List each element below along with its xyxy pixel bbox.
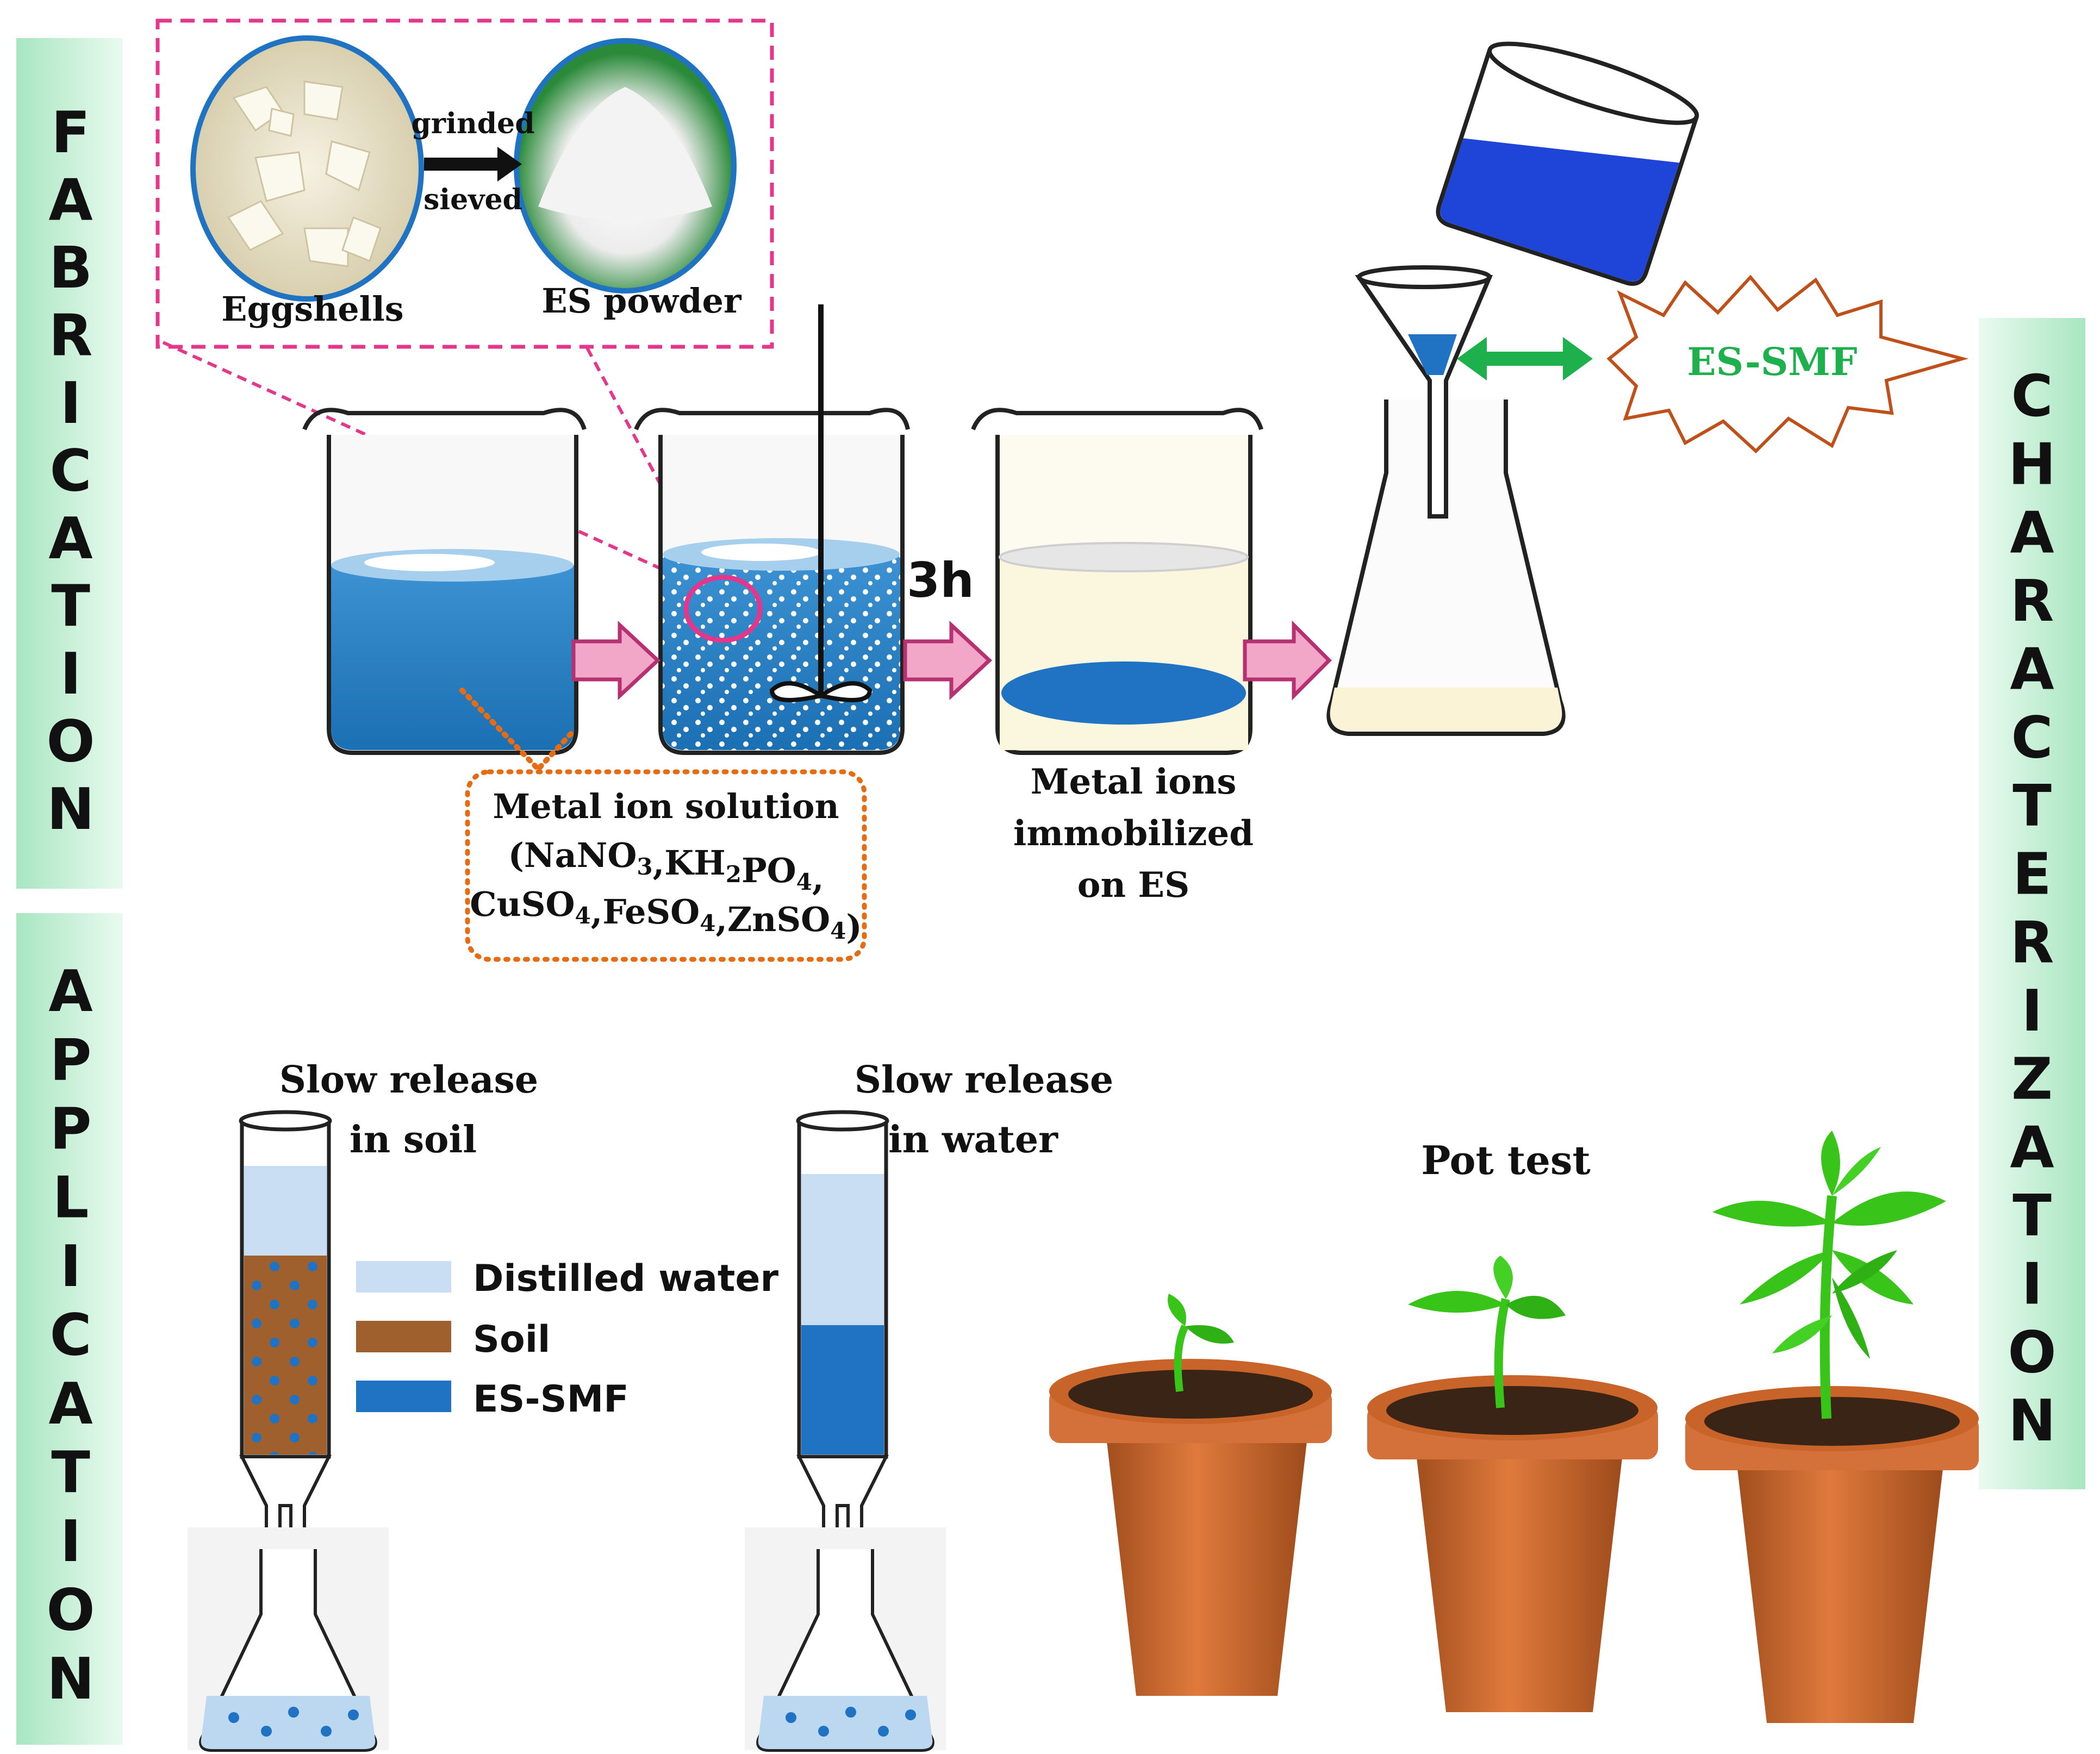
formula-line-2: CuSO4,FeSO4,ZnSO4) — [470, 884, 862, 947]
legend-item-es-smf: ES-SMF — [356, 1378, 629, 1421]
process-arrows — [571, 620, 1332, 701]
pot-2 — [1367, 1256, 1658, 1712]
process-arrow-2 — [903, 620, 993, 701]
pouring-beaker-icon — [1436, 41, 1699, 286]
pot-3 — [1685, 1131, 1979, 1723]
time-label: 3h — [907, 552, 974, 608]
zoom-circle — [683, 575, 763, 643]
eggshells-label: Eggshells — [221, 289, 403, 329]
legend-label-soil: Soil — [473, 1318, 550, 1361]
metal-ion-title: Metal ion solution — [493, 787, 839, 826]
pot-1 — [1049, 1294, 1332, 1696]
process-arrow-3 — [1243, 620, 1332, 701]
soil-title-1: Slow release — [279, 1058, 538, 1102]
es-powder-label: ES powder — [541, 281, 741, 321]
water-title-1: Slow release — [855, 1058, 1113, 1102]
sieved-label: sieved — [423, 183, 522, 216]
legend-item-soil: Soil — [356, 1318, 550, 1361]
water-column — [745, 1110, 946, 1752]
pot-test-title: Pot test — [1421, 1137, 1590, 1183]
es-smf-label: ES-SMF — [1687, 339, 1857, 384]
filtration-flask — [1326, 265, 1566, 736]
process-arrow-1 — [571, 620, 661, 701]
soil-column — [188, 1110, 389, 1752]
legend-label-distilled-water: Distilled water — [473, 1257, 778, 1300]
sprout-medium-icon — [1408, 1256, 1566, 1408]
formula-line-1: (NaNO3,KH2PO4, — [508, 835, 824, 898]
grinding-arrow — [424, 147, 522, 182]
immobilized-line-1: Metal ions — [1031, 761, 1237, 802]
funnel-icon — [1355, 265, 1493, 519]
metal-ion-callout: Metal ion solution (NaNO3,KH2PO4, CuSO4,… — [459, 688, 867, 962]
water-title-2: in water — [888, 1118, 1058, 1162]
plant-large-icon — [1712, 1131, 1946, 1419]
eggshell-inset: grinded sieved Eggshells ES powder — [155, 18, 774, 349]
grinded-label: grinded — [411, 107, 534, 140]
legend-item-distilled-water: Distilled water — [356, 1257, 778, 1300]
immobilized-line-3: on ES — [1077, 865, 1190, 906]
es-smf-burst: ES-SMF — [1606, 274, 1969, 454]
legend: Distilled water Soil ES-SMF — [356, 1257, 778, 1421]
eggshells-image — [190, 35, 424, 302]
beaker-metal-solution — [302, 408, 587, 755]
sprout-small-icon — [1168, 1294, 1234, 1392]
immobilized-line-2: immobilized — [1013, 813, 1254, 854]
legend-label-es-smf: ES-SMF — [473, 1378, 629, 1421]
equivalence-arrow — [1457, 337, 1593, 380]
beaker-immobilized — [971, 408, 1263, 755]
es-powder-image — [514, 38, 737, 294]
beaker-stirring — [634, 304, 910, 755]
soil-title-2: in soil — [350, 1118, 477, 1162]
stirrer-icon — [769, 304, 873, 702]
